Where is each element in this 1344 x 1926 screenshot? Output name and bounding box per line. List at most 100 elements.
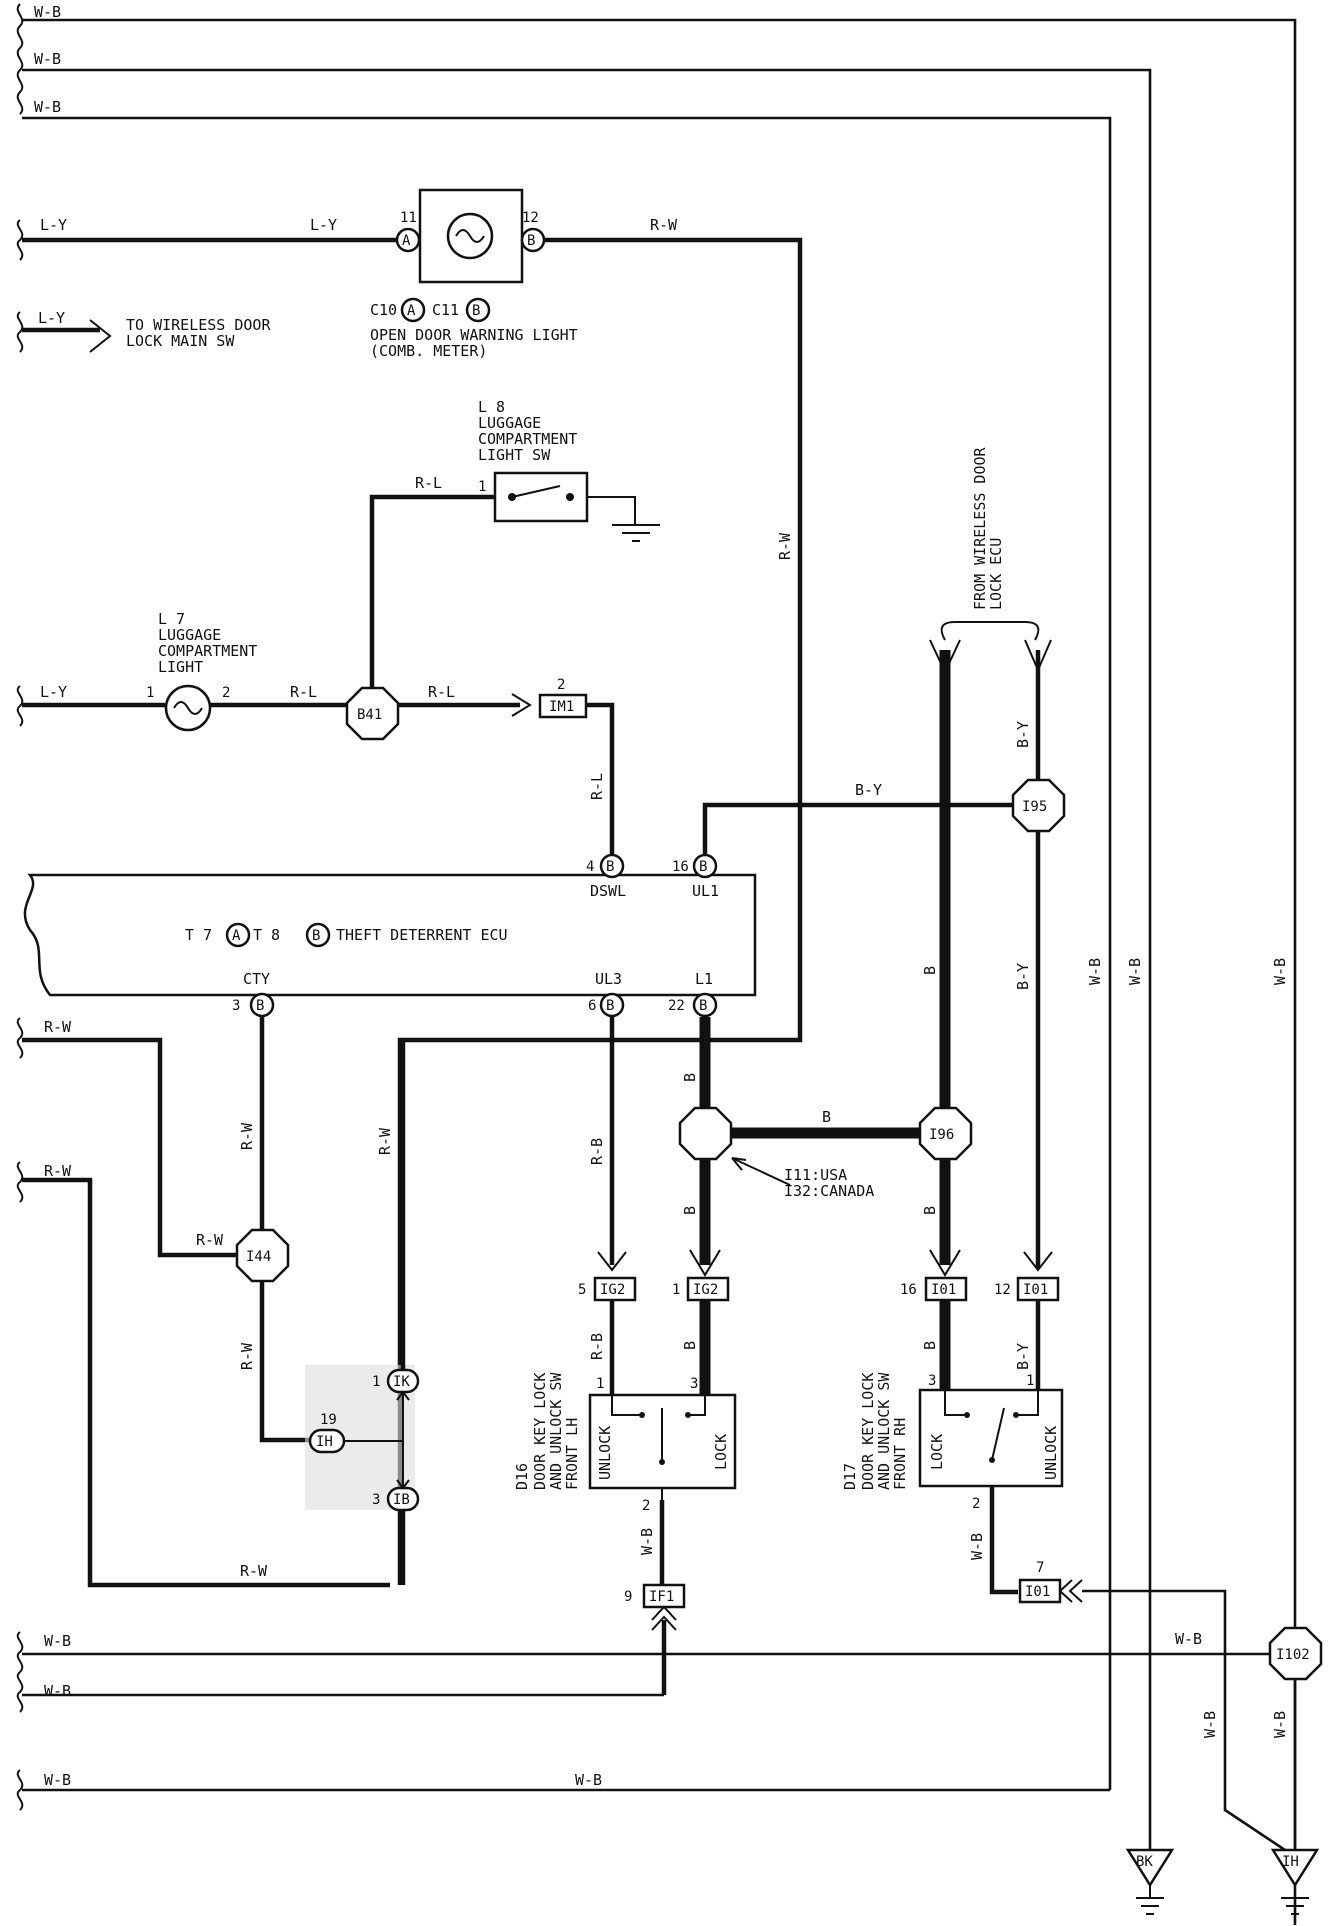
d17-code: D17: [841, 1463, 859, 1490]
wireless-main-sw-line2: LOCK MAIN SW: [126, 332, 235, 350]
wire-label-b-d17: B: [921, 1341, 939, 1350]
luggage-light-pin2: 2: [222, 685, 230, 701]
ecu-pin-ul1-conn: B: [699, 859, 707, 875]
connector-ik-label: IK: [393, 1374, 410, 1390]
splice-note-line2: I32:CANADA: [784, 1182, 874, 1200]
d16-lock: LOCK: [712, 1434, 730, 1470]
warning-light-pin-11: 11: [400, 210, 417, 226]
ecu-body: [23, 873, 757, 997]
connector-i01-c-pin: 7: [1036, 1560, 1044, 1576]
wire-label-by-d17: B-Y: [1014, 1343, 1032, 1370]
connector-ig2-a-pin: 5: [578, 1282, 586, 1298]
d17-pin1: 1: [1026, 1373, 1034, 1389]
warning-light-conn-b: [520, 227, 546, 253]
connector-if1-label: IF1: [649, 1589, 674, 1605]
connector-ib-pin: 3: [372, 1492, 380, 1508]
ground-ih: IH: [1270, 1848, 1320, 1915]
wire-label-wb-rail2: W-B: [1126, 958, 1144, 985]
ground-bk-label: BK: [1136, 1854, 1153, 1870]
junction-b41: [345, 686, 400, 741]
wire-label-wb-1: W-B: [34, 3, 61, 21]
wire-label-b-l1: B: [681, 1073, 699, 1082]
warning-light-code-conn-b: B: [472, 303, 480, 319]
connector-ig2-a: [593, 1276, 637, 1302]
wire-label-b-d16: B: [681, 1341, 699, 1350]
wireless-main-sw-line1: TO WIRELESS DOOR: [126, 316, 271, 334]
ecu-pin-dswl-label: DSWL: [590, 882, 626, 900]
warning-light-name-line1: OPEN DOOR WARNING LIGHT: [370, 326, 578, 344]
wire-label-wb-3: W-B: [34, 98, 61, 116]
wire-label-rw-left1: R-W: [44, 1018, 72, 1036]
junction-i96: [918, 1106, 973, 1161]
to-wireless-main-sw: L-Y TO WIRELESS DOOR LOCK MAIN SW: [16, 309, 271, 353]
junction-i95: [1011, 778, 1066, 833]
connector-cluster-ik-ih-ib: IK 1 IH 19 IB 3: [305, 1040, 420, 1585]
ecu-pin-dswl-conn: B: [606, 859, 614, 875]
wire-label-rw-left2: R-W: [44, 1162, 72, 1180]
ecu-pin-ul3-label: UL3: [595, 970, 622, 988]
d16-unlock: UNLOCK: [596, 1426, 614, 1480]
wire-label-wb-bottom2: W-B: [44, 1682, 71, 1700]
luggage-light-pin1: 1: [146, 685, 154, 701]
luggage-light-switch: L 8 LUGGAGE COMPARTMENT LIGHT SW 1 R-L: [369, 398, 660, 700]
connector-ik-pin: 1: [372, 1374, 380, 1390]
wire-label-ly-light: L-Y: [40, 683, 67, 701]
wire-label-b-i96-down: B: [921, 1206, 939, 1215]
wire-label-rb-ul3: R-B: [588, 1138, 606, 1165]
luggage-sw-code: L 8: [478, 398, 505, 416]
luggage-light-line2: COMPARTMENT: [158, 642, 257, 660]
wire-rw-main: [397, 237, 803, 1585]
wire-label-wb-rail1: W-B: [1086, 958, 1104, 985]
wire-label-rw-cty: R-W: [238, 1122, 256, 1150]
d16-line1: DOOR KEY LOCK: [531, 1373, 549, 1490]
d17-line2: AND UNLOCK SW: [875, 1372, 893, 1490]
connector-ih-pin: 19: [320, 1412, 337, 1428]
luggage-light-line1: LUGGAGE: [158, 626, 221, 644]
ecu-conn-b: B: [312, 928, 320, 944]
warning-light-connector-code: C10: [370, 301, 397, 319]
connector-i01-a-label: I01: [931, 1282, 956, 1298]
door-sw-connectors: IG2 5 IG2 1 I01 16 I01 12: [578, 1276, 1060, 1302]
wire-label-rl-im1: R-L: [588, 773, 606, 800]
wire-label-rw-top: R-W: [650, 216, 678, 234]
warning-light-conn-a: [395, 227, 421, 253]
wire-label-rw-i44: R-W: [238, 1342, 256, 1370]
wire-label-wb-d16: W-B: [638, 1528, 656, 1555]
wire-label-by-ecu: B-Y: [1014, 721, 1032, 748]
d16-line3: FRONT LH: [563, 1418, 581, 1490]
ecu-conn-a: A: [232, 928, 241, 944]
wire-label-rw-ik: R-W: [376, 1127, 394, 1155]
connector-i01-a-pin: 16: [900, 1282, 917, 1298]
luggage-light-code: L 7: [158, 610, 185, 628]
connector-im1-pin: 2: [557, 677, 565, 693]
wire-label-wb-i102-down: W-B: [1271, 1711, 1289, 1738]
luggage-sw-pin: 1: [478, 479, 486, 495]
ground-bk: BK: [1125, 1848, 1175, 1915]
wire-label-rl-light: R-L: [290, 683, 317, 701]
junction-i102: [1268, 1626, 1323, 1681]
junction-b41-label: B41: [357, 707, 382, 723]
d16-pin1: 1: [596, 1376, 604, 1392]
from-wireless-ecu: FROM WIRELESS DOOR LOCK ECU B-Y: [929, 446, 1052, 1120]
ecu-pin-l1-num: 22: [668, 998, 685, 1014]
wire-label-wb-bottom1: W-B: [44, 1632, 71, 1650]
ecu-pin-ul3-conn: B: [606, 998, 614, 1014]
connector-ih-label: IH: [316, 1434, 333, 1450]
wire-label-rw-left1b: R-W: [196, 1231, 224, 1249]
door-key-switch-front-rh: 3 1 LOCK UNLOCK D17 DOOR KEY LOCK AND UN…: [841, 1372, 1064, 1595]
d17-lock: LOCK: [928, 1434, 946, 1470]
ecu-pin-cty-conn: B: [256, 998, 264, 1014]
from-wireless-line2: LOCK ECU: [987, 538, 1005, 610]
wire-label-wb-bottom3b: W-B: [575, 1771, 602, 1789]
wire-label-rb-d16: R-B: [588, 1333, 606, 1360]
d17-pin2: 2: [972, 1496, 980, 1512]
connector-ig2-b-pin: 1: [672, 1282, 680, 1298]
wire-label-b-wireless: B: [921, 966, 939, 975]
connector-i01-b-pin: 12: [994, 1282, 1011, 1298]
luggage-light-line3: LIGHT: [158, 658, 203, 676]
d17-unlock: UNLOCK: [1042, 1426, 1060, 1480]
left-rw-wires: R-W R-W R-W R-W R-W I44 R-W R-W: [16, 1017, 394, 1588]
luggage-sw-line2: COMPARTMENT: [478, 430, 577, 448]
junction-i44-label: I44: [246, 1249, 271, 1265]
